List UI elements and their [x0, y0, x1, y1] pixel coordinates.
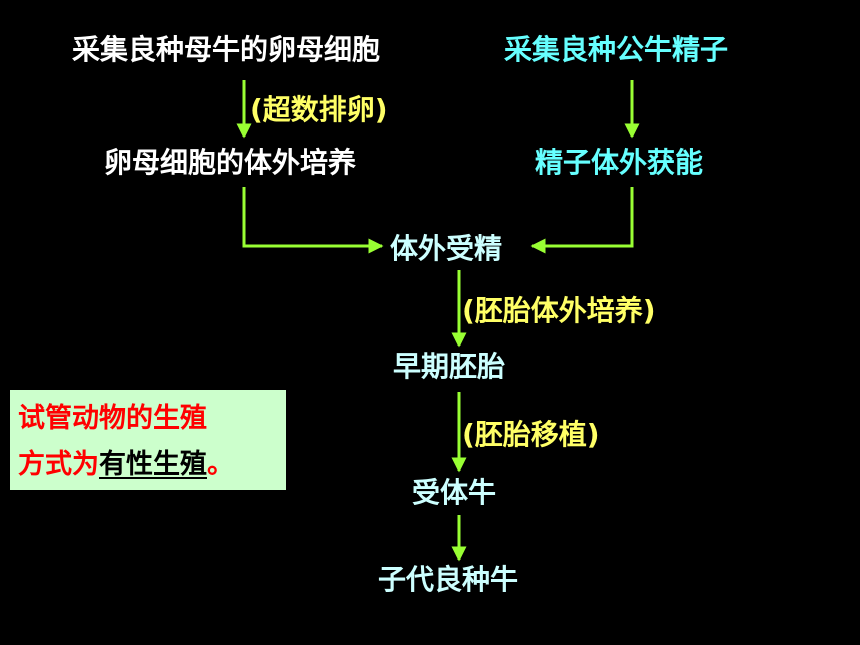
note-prefix: 方式为 [18, 449, 99, 480]
annotation-embryo-culture: (胚胎体外培养) [462, 294, 656, 327]
node-oocyte-collection: 采集良种母牛的卵母细胞 [72, 33, 381, 66]
node-in-vitro-fertilization: 体外受精 [390, 232, 503, 265]
note-box: 试管动物的生殖 方式为有性生殖。 [10, 390, 286, 490]
node-early-embryo: 早期胚胎 [393, 350, 506, 383]
annotation-superovulation: (超数排卵) [250, 93, 388, 126]
arrow-culture-to-ivf [242, 187, 384, 254]
node-recipient-cow: 受体牛 [412, 476, 497, 509]
note-suffix: 。 [207, 449, 234, 480]
node-sperm-collection: 采集良种公牛精子 [504, 33, 729, 66]
annotation-embryo-transfer: (胚胎移植) [462, 418, 600, 451]
node-oocyte-culture: 卵母细胞的体外培养 [104, 146, 357, 179]
node-offspring-cow: 子代良种牛 [378, 563, 519, 596]
note-line-1: 试管动物的生殖 [18, 403, 207, 434]
note-answer: 有性生殖 [99, 449, 207, 480]
node-sperm-capacitation: 精子体外获能 [535, 146, 704, 179]
note-line-2: 方式为有性生殖。 [18, 442, 278, 488]
arrow-capacitation-to-ivf [530, 187, 634, 254]
